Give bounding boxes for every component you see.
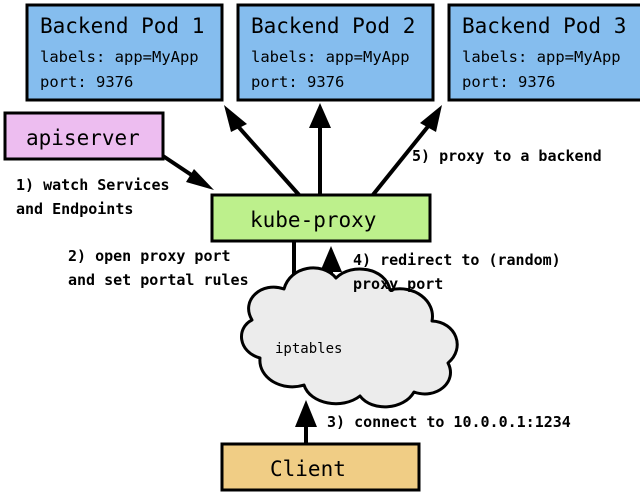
pod-3-title: Backend Pod 3 — [462, 14, 626, 38]
pod-1-port: port: 9376 — [40, 73, 133, 91]
iptables-label: iptables — [275, 341, 342, 357]
backend-pod-1[interactable]: Backend Pod 1 labels: app=MyApp port: 93… — [25, 3, 224, 102]
step-1-annotation: 1) watch Services and Endpoints — [16, 176, 170, 218]
step-1-line-1: 1) watch Services — [16, 176, 170, 194]
arrow-kube-proxy-to-pod1 — [224, 105, 302, 198]
step-4-line-2: proxy port — [353, 275, 443, 293]
kube-proxy-label: kube-proxy — [250, 208, 376, 232]
step-2-line-2: and set portal rules — [68, 271, 249, 289]
arrow-client-to-iptables — [295, 400, 317, 444]
client-label: Client — [270, 457, 346, 481]
arrow-apiserver-to-kube-proxy — [161, 154, 214, 190]
pod-3-labels: labels: app=MyApp — [462, 48, 621, 66]
backend-pod-3[interactable]: Backend Pod 3 labels: app=MyApp port: 93… — [447, 3, 640, 102]
step-5-annotation: 5) proxy to a backend — [412, 147, 602, 165]
apiserver-label: apiserver — [26, 126, 140, 150]
kube-proxy-node[interactable]: kube-proxy — [210, 193, 432, 243]
client-node[interactable]: Client — [220, 442, 421, 492]
step-3-annotation: 3) connect to 10.0.0.1:1234 — [327, 413, 571, 431]
step-3-line-1: 3) connect to 10.0.0.1:1234 — [327, 413, 571, 431]
step-4-line-1: 4) redirect to (random) — [353, 251, 561, 269]
step-4-annotation: 4) redirect to (random) proxy port — [353, 251, 561, 293]
apiserver-node[interactable]: apiserver — [3, 111, 165, 161]
step-2-annotation: 2) open proxy port and set portal rules — [68, 247, 249, 289]
iptables-node[interactable]: iptables — [240, 266, 459, 409]
pod-2-labels: labels: app=MyApp — [251, 48, 410, 66]
step-1-line-2: and Endpoints — [16, 200, 133, 218]
step-5-line-1: 5) proxy to a backend — [412, 147, 602, 165]
step-2-line-1: 2) open proxy port — [68, 247, 231, 265]
pod-1-title: Backend Pod 1 — [40, 14, 204, 38]
pod-3-port: port: 9376 — [462, 73, 555, 91]
backend-pod-2[interactable]: Backend Pod 2 labels: app=MyApp port: 93… — [236, 3, 435, 102]
pod-2-title: Backend Pod 2 — [251, 14, 415, 38]
arrow-kube-proxy-to-pod2 — [309, 103, 331, 196]
arrow-kube-proxy-to-pod3 — [370, 105, 442, 198]
pod-2-port: port: 9376 — [251, 73, 344, 91]
pod-1-labels: labels: app=MyApp — [40, 48, 199, 66]
